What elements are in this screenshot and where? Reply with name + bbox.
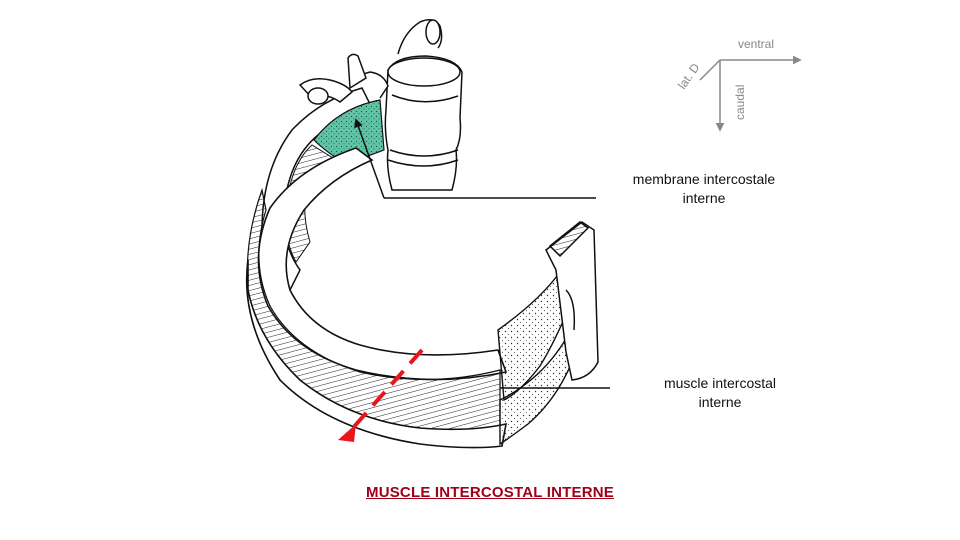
leader-membrane xyxy=(354,118,596,199)
cut-line xyxy=(338,348,424,442)
slide-title: MUSCLE INTERCOSTAL INTERNE xyxy=(366,484,614,501)
membrane-label-line2: interne xyxy=(682,190,726,206)
membrane-label-line1: membrane intercostale xyxy=(632,171,776,187)
muscle-label-line2: interne xyxy=(698,394,742,410)
outer-rib xyxy=(245,259,508,449)
costal-cartilage xyxy=(497,270,573,446)
membrane-label: membrane intercostale interne xyxy=(604,170,804,208)
muscle-label: muscle intercostal interne xyxy=(620,374,820,412)
orientation-indicator: ventral caudal lat. D xyxy=(675,37,802,132)
ventral-label: ventral xyxy=(738,37,774,51)
lateral-label: lat. D xyxy=(675,60,703,91)
caudal-label: caudal xyxy=(733,85,747,120)
sternum xyxy=(545,221,599,381)
muscle-label-line1: muscle intercostal xyxy=(663,375,777,391)
vertebra xyxy=(349,19,463,191)
